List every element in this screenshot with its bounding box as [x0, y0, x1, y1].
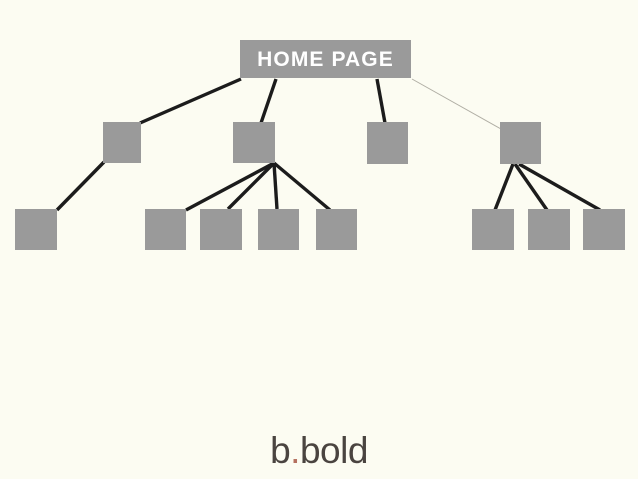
brand-logo: b.bold	[0, 432, 638, 469]
node-section-3[interactable]	[367, 122, 408, 164]
node-section-2[interactable]	[233, 122, 275, 163]
node-page-4-3[interactable]	[583, 209, 625, 250]
node-section-4[interactable]	[500, 122, 541, 164]
node-home-page[interactable]: HOME PAGE	[240, 40, 411, 78]
node-page-2-3[interactable]	[258, 209, 299, 250]
node-page-2-4[interactable]	[316, 209, 357, 250]
node-page-2-1[interactable]	[145, 209, 186, 250]
node-page-2-2[interactable]	[200, 209, 242, 250]
node-page-4-2[interactable]	[528, 209, 570, 250]
node-page-1-1[interactable]	[15, 209, 57, 250]
brand-dot-icon: .	[290, 430, 300, 471]
brand-text-after-dot: bold	[299, 430, 368, 471]
brand-wordmark: b.bold	[270, 432, 368, 469]
node-page-4-1[interactable]	[472, 209, 514, 250]
home-page-label: HOME PAGE	[257, 47, 394, 71]
brand-text-before-dot: b	[270, 430, 291, 471]
node-section-1[interactable]	[103, 122, 141, 163]
